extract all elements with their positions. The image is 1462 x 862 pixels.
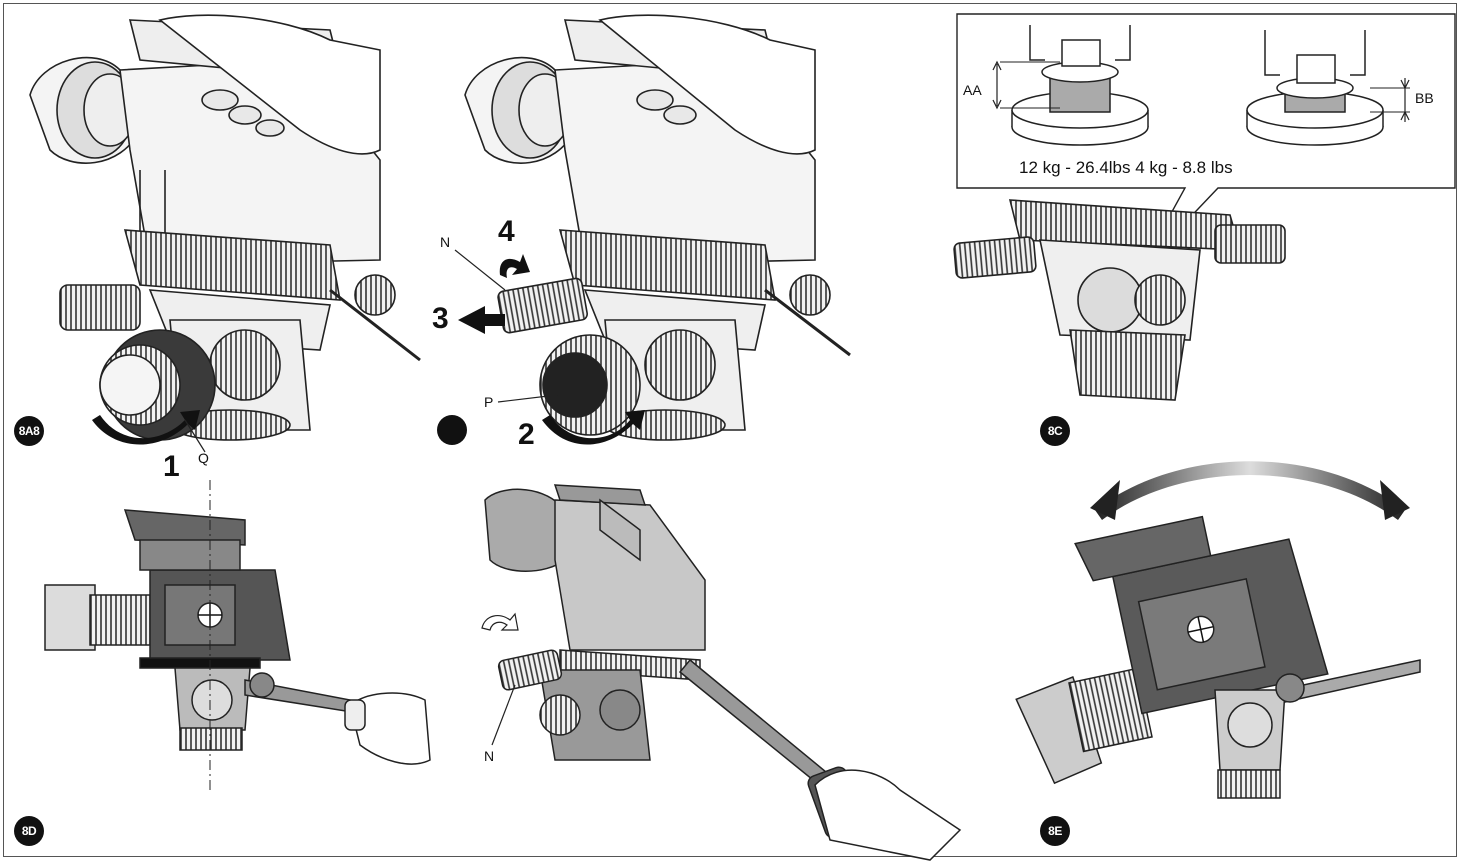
camera-icon	[484, 484, 706, 651]
callout-p: P	[484, 394, 494, 410]
tripod-head-icon	[497, 229, 851, 441]
tripod-head-icon	[59, 229, 421, 441]
callout-n: N	[440, 234, 451, 250]
callout-n-bottom: N	[484, 748, 495, 764]
tripod-head-icon	[497, 649, 862, 812]
step-4: 4	[498, 215, 515, 248]
bullet-dot	[437, 415, 467, 445]
page-frame	[3, 3, 1457, 857]
hand-icon	[158, 14, 381, 155]
hand-icon	[344, 692, 431, 765]
camera-icon	[44, 509, 291, 669]
callout-bb: BB	[1415, 90, 1434, 106]
arrow-icon	[481, 612, 519, 631]
step-1: 1	[163, 450, 180, 483]
camera-icon	[1015, 515, 1329, 785]
tilt-arc-icon	[1095, 461, 1405, 520]
panel-badge-8d: 8D	[14, 816, 44, 846]
arrow-left-icon	[1090, 480, 1120, 520]
leader-p	[497, 393, 566, 403]
arrow-icon	[92, 410, 200, 445]
leader-n2	[491, 684, 516, 746]
callout-q: Q	[198, 450, 209, 466]
panel-badge-8c: 8C	[1040, 416, 1070, 446]
spring-compression-low	[1246, 30, 1410, 146]
panel-badge-8e: 8E	[1040, 816, 1070, 846]
hand-icon	[807, 766, 962, 861]
leader-n	[454, 249, 506, 291]
counterbalance-knob-icon	[99, 329, 216, 441]
arrow-icon	[458, 254, 645, 445]
callout-aa: AA	[963, 82, 982, 98]
spring-compression-high	[992, 25, 1149, 146]
step-3: 3	[432, 302, 449, 335]
arrow-right-icon	[1380, 480, 1410, 520]
camera-icon	[464, 14, 816, 266]
panel-badge-8a8: 8A8	[14, 416, 44, 446]
leader-q	[184, 419, 206, 453]
tripod-head-icon	[174, 667, 353, 751]
inset-caption: 12 kg - 26.4lbs 4 kg - 8.8 lbs	[1019, 158, 1233, 177]
tripod-head-icon	[1214, 659, 1421, 799]
tripod-head-icon	[953, 199, 1286, 401]
step-2: 2	[518, 418, 535, 451]
